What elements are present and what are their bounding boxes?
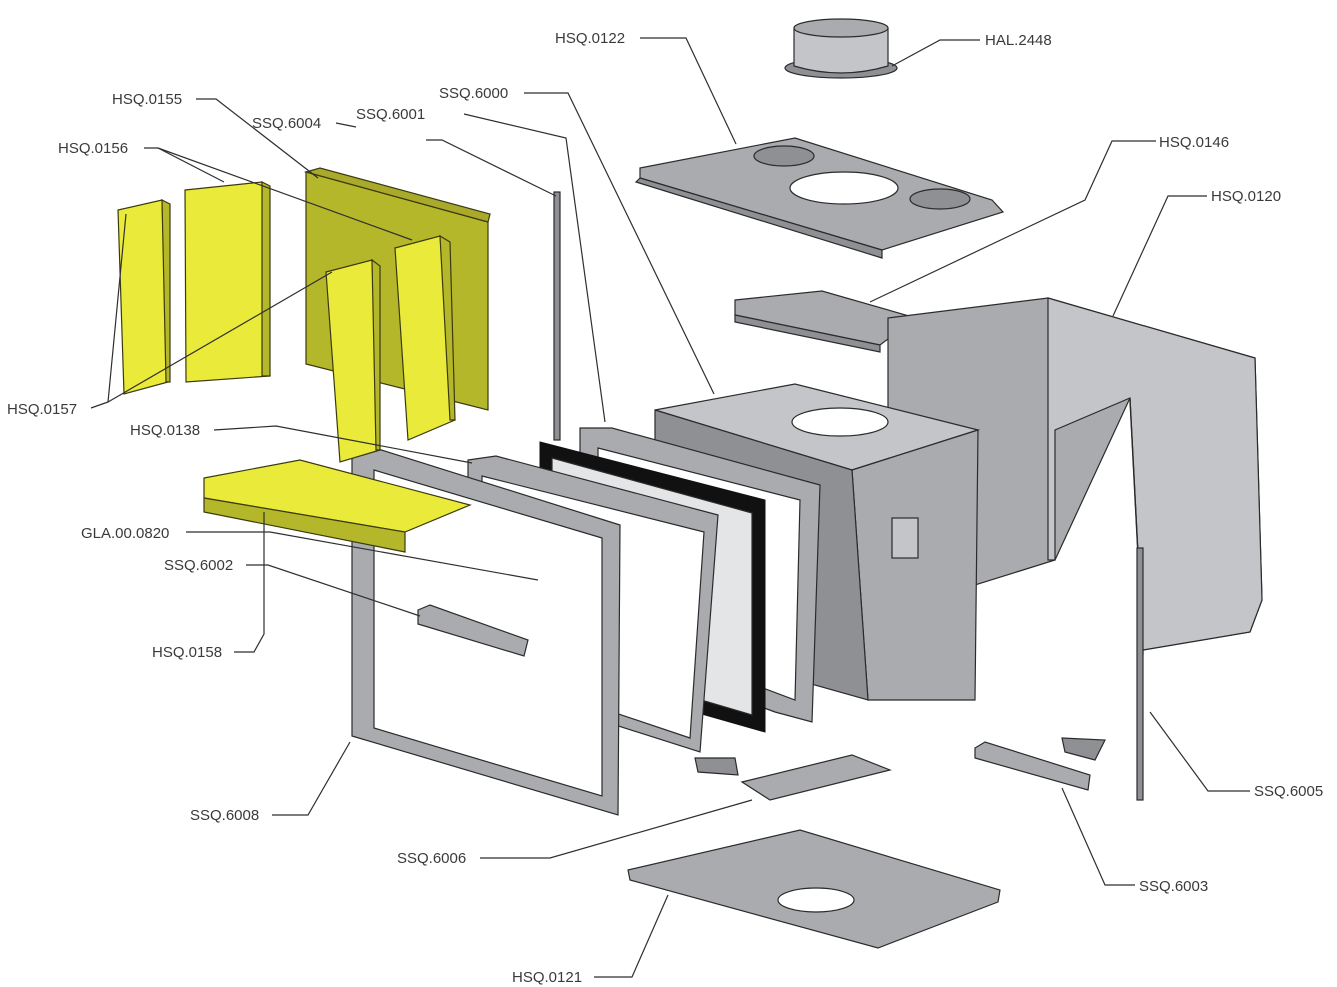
top-plate (634, 137, 1005, 259)
label-ssq-6001: SSQ.6001 (356, 106, 425, 123)
bracket-6006 (694, 754, 892, 801)
label-ssq-6000: SSQ.6000 (439, 85, 508, 102)
air-slide-bar (417, 604, 529, 657)
flue-collar (784, 18, 898, 79)
rod-6005 (1136, 547, 1144, 801)
label-hsq-0138: HSQ.0138 (130, 422, 200, 439)
label-ssq-6003: SSQ.6003 (1139, 878, 1208, 895)
rod-6004 (553, 191, 561, 441)
firebrick-narrow-left-hsq-0157 (117, 199, 171, 395)
label-hsq-0155: HSQ.0155 (112, 91, 182, 108)
firebrick-side-left-hsq-0156 (184, 181, 271, 383)
label-ssq-6006: SSQ.6006 (397, 850, 466, 867)
part-labels: HSQ.0122 HAL.2448 HSQ.0155 SSQ.6004 SSQ.… (7, 30, 1323, 986)
label-hsq-0157: HSQ.0157 (7, 401, 77, 418)
label-gla-00-0820: GLA.00.0820 (81, 525, 169, 542)
base-plate (627, 829, 1001, 949)
firebrick-narrow-right-hsq-0157 (325, 258, 381, 463)
label-hsq-0120: HSQ.0120 (1211, 188, 1281, 205)
label-ssq-6008: SSQ.6008 (190, 807, 259, 824)
outer-casing (887, 297, 1263, 656)
label-hsq-0156: HSQ.0156 (58, 140, 128, 157)
leader-lines (90, 37, 1250, 978)
label-hsq-0158: HSQ.0158 (152, 644, 222, 661)
label-ssq-6002: SSQ.6002 (164, 557, 233, 574)
firebrick-side-right-hsq-0156 (394, 234, 456, 441)
label-hal-2448: HAL.2448 (985, 32, 1052, 49)
label-ssq-6004: SSQ.6004 (252, 115, 321, 132)
label-hsq-0146: HSQ.0146 (1159, 134, 1229, 151)
bar-6003 (974, 737, 1106, 791)
label-ssq-6005: SSQ.6005 (1254, 783, 1323, 800)
firebrick-base-hsq-0158 (203, 459, 472, 553)
label-hsq-0121: HSQ.0121 (512, 969, 582, 986)
label-hsq-0122: HSQ.0122 (555, 30, 625, 47)
